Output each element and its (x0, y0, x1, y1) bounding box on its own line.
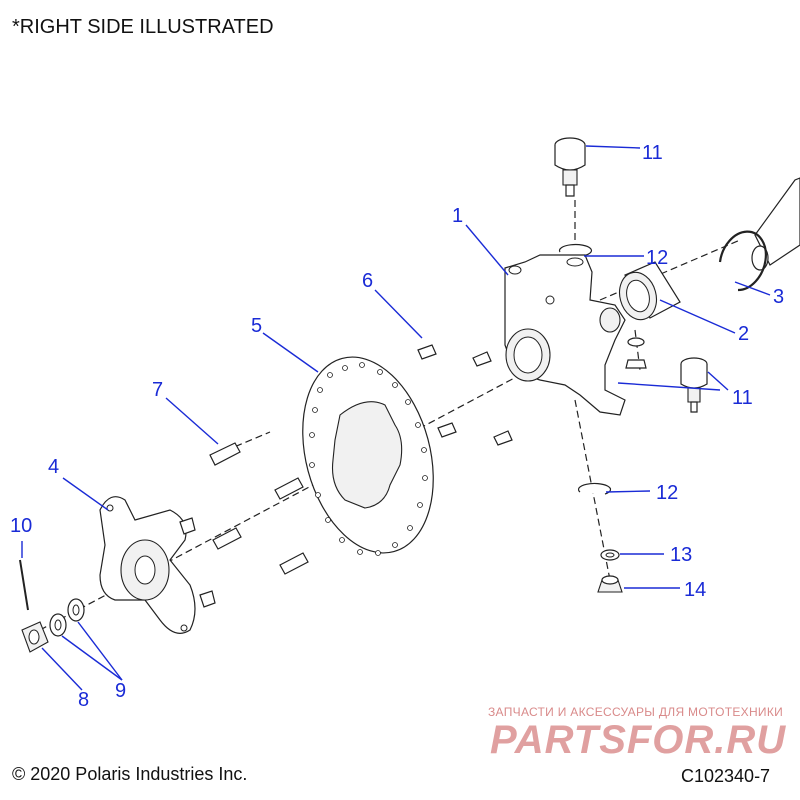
callout-6: 6 (362, 270, 373, 292)
callout-10: 10 (10, 515, 32, 537)
callout-12-upper: 12 (646, 247, 668, 269)
caliper-bolts (417, 344, 513, 446)
castle-nut (21, 621, 49, 653)
watermark-tagline: ЗАПЧАСТИ И АКСЕССУАРЫ ДЛЯ МОТОТЕХНИКИ (488, 705, 784, 719)
callout-2: 2 (738, 323, 749, 345)
snap-ring-upper (558, 243, 593, 257)
callout-leaders (21, 145, 771, 691)
callout-9: 9 (115, 680, 126, 702)
wheel-bearing (618, 261, 681, 321)
ball-joint-upper (554, 137, 586, 197)
callout-4: 4 (48, 456, 59, 478)
nut-14 (597, 575, 623, 593)
callout-11-lower: 11 (732, 387, 753, 409)
wheel-studs (209, 442, 309, 575)
bearing-washer (625, 337, 647, 369)
callout-labels: 1 2 3 4 5 6 7 8 9 10 11 11 12 12 13 14 (10, 142, 784, 711)
copyright-notice: © 2020 Polaris Industries Inc. (12, 764, 248, 784)
cotter-pin (19, 559, 29, 611)
callout-5: 5 (251, 315, 262, 337)
hub-washers (49, 598, 85, 637)
wheel-hub (99, 496, 216, 634)
ball-joint-lower (680, 357, 708, 413)
callout-11-upper: 11 (642, 142, 663, 164)
illustration-note: *RIGHT SIDE ILLUSTRATED (12, 16, 274, 38)
callout-12-lower: 12 (656, 482, 678, 504)
watermark-logo: PARTSFOR.RU (490, 718, 787, 762)
retaining-ring (718, 230, 767, 292)
axle-stub (751, 177, 800, 271)
callout-13: 13 (670, 544, 692, 566)
steering-knuckle (504, 254, 626, 416)
callout-8: 8 (78, 689, 89, 711)
snap-ring-lower (577, 482, 612, 495)
callout-3: 3 (773, 286, 784, 308)
callout-14: 14 (684, 579, 706, 601)
disc-vent-holes (309, 362, 428, 556)
callout-1: 1 (452, 205, 463, 227)
washer-13 (600, 549, 620, 561)
callout-7: 7 (152, 379, 163, 401)
figure-code: C102340-7 (681, 766, 771, 786)
brake-disc (302, 356, 434, 556)
